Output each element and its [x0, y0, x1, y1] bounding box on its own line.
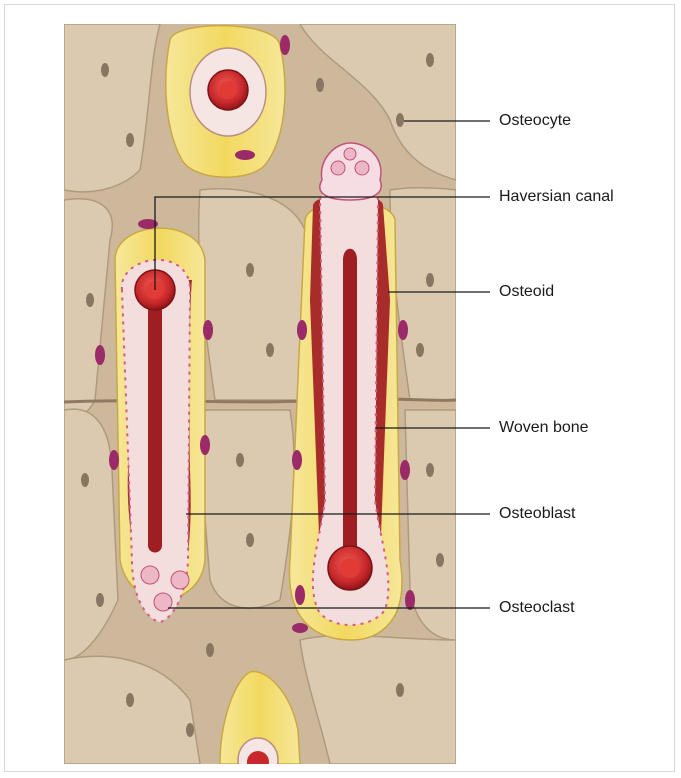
label-haversian-canal: Haversian canal: [499, 188, 614, 206]
label-osteoclast: Osteoclast: [499, 599, 575, 617]
right-osteon: [289, 143, 402, 640]
label-osteoblast: Osteoblast: [499, 505, 575, 523]
left-osteon: [115, 228, 205, 622]
top-osteon: [166, 26, 285, 178]
label-osteoid: Osteoid: [499, 283, 554, 301]
label-osteocyte: Osteocyte: [499, 112, 571, 130]
bone-tissue: [64, 24, 456, 778]
label-woven-bone: Woven bone: [499, 419, 589, 437]
